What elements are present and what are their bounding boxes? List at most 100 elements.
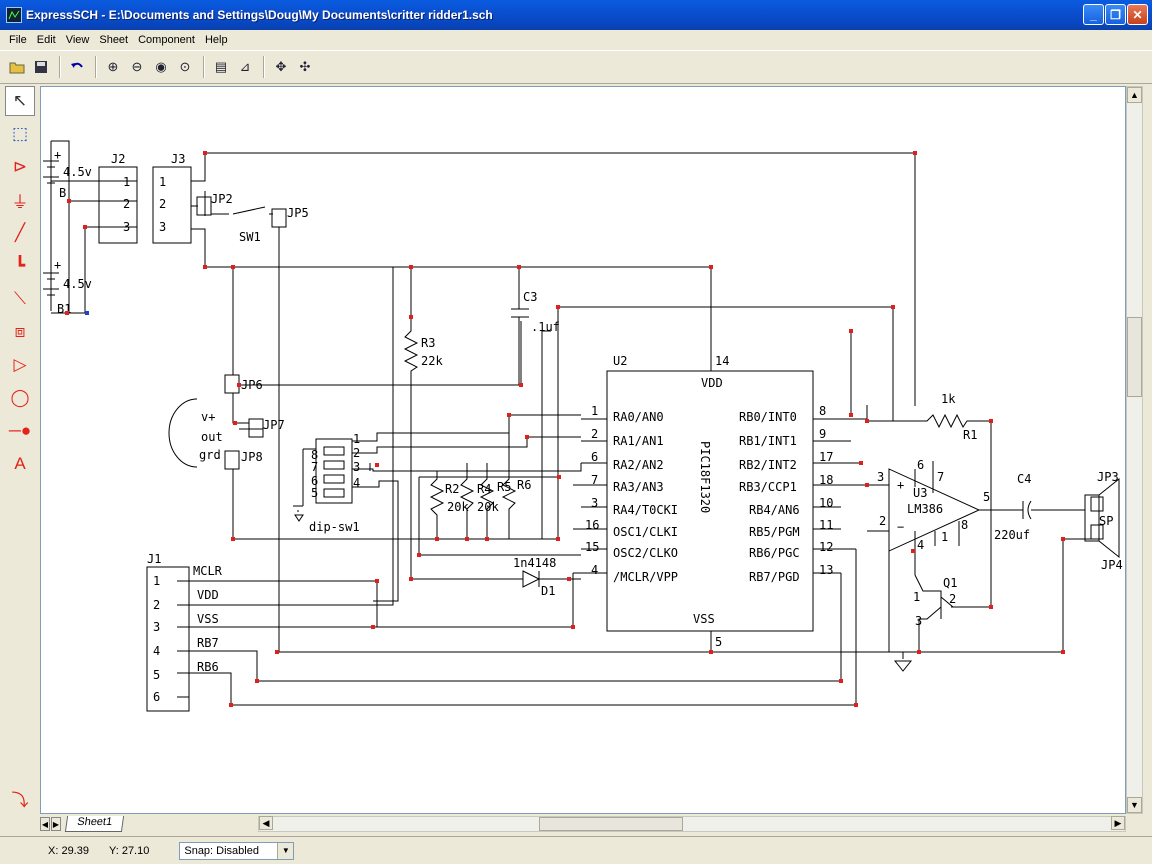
pan-center-icon[interactable]: ✣ <box>299 59 311 74</box>
q1-label: Q1 <box>943 576 957 590</box>
op-amp-icon[interactable]: ⊳ <box>12 157 28 176</box>
svg-text:2: 2 <box>949 592 956 606</box>
buffer-icon[interactable]: ▷ <box>13 355 27 374</box>
svg-text:v+: v+ <box>201 410 215 424</box>
menu-view[interactable]: View <box>65 34 90 46</box>
cursor-y: Y: 27.10 <box>108 844 150 857</box>
pin-icon[interactable]: ─● <box>8 421 32 440</box>
horizontal-scroll-thumb[interactable] <box>539 817 683 831</box>
svg-text:RA1/AN1: RA1/AN1 <box>613 434 664 448</box>
svg-text:RA2/AN2: RA2/AN2 <box>613 458 664 472</box>
pan-icon[interactable]: ✥ <box>275 59 287 74</box>
svg-text:8: 8 <box>819 404 826 418</box>
toolbar: ⊕ ⊖ ◉ ⊙ ▤ ⊿ ✥ ✣ <box>0 50 1152 84</box>
r3-label: R3 <box>421 336 435 350</box>
chevron-down-icon[interactable]: ▼ <box>277 842 294 859</box>
svg-text:LM386: LM386 <box>907 502 943 516</box>
app-icon <box>6 7 22 23</box>
c4-value: 220uf <box>994 528 1030 542</box>
scroll-right-icon[interactable]: ▶ <box>1111 816 1125 830</box>
menu-edit[interactable]: Edit <box>36 34 56 46</box>
svg-text:2: 2 <box>123 197 130 211</box>
tab-prev-icon[interactable]: ◀ <box>40 817 50 831</box>
menu-component[interactable]: Component <box>138 34 195 46</box>
menu-help[interactable]: Help <box>204 34 228 46</box>
scroll-down-icon[interactable]: ▼ <box>1127 797 1142 813</box>
scroll-up-icon[interactable]: ▲ <box>1127 87 1142 103</box>
select-component-icon[interactable]: ⬚ <box>11 124 29 143</box>
horizontal-scrollbar[interactable]: ◀ ▶ <box>258 816 1126 832</box>
svg-text:RA0/AN0: RA0/AN0 <box>613 410 664 424</box>
snap-select[interactable]: Snap: Disabled ▼ <box>179 841 295 860</box>
svg-text:1: 1 <box>591 404 598 418</box>
svg-text:7: 7 <box>591 473 598 487</box>
c3-value: .1uf <box>531 320 560 334</box>
svg-text:9: 9 <box>819 427 826 441</box>
text-icon[interactable]: A <box>14 454 26 473</box>
d1-value: 1n4148 <box>513 556 556 570</box>
svg-text:VDD: VDD <box>701 376 723 390</box>
circle-icon[interactable]: ◯ <box>10 388 30 407</box>
svg-text:6: 6 <box>917 458 924 472</box>
svg-text:R4: R4 <box>477 482 491 496</box>
bus-icon[interactable]: ⟍ <box>14 289 26 308</box>
svg-text:R6: R6 <box>517 478 531 492</box>
save-icon[interactable] <box>30 56 52 78</box>
cursor-x: X: 29.39 <box>48 844 89 857</box>
svg-text:RB4/AN6: RB4/AN6 <box>749 503 800 517</box>
ground-icon[interactable]: ⏚ <box>11 192 29 212</box>
vertical-scrollbar[interactable]: ▲ ▼ <box>1126 86 1143 814</box>
svg-text:10: 10 <box>819 496 833 510</box>
jp3-label: JP3 <box>1097 470 1119 484</box>
svg-text:VSS: VSS <box>197 612 219 626</box>
schematic-canvas[interactable]: + 4.5v B + 4.5v B1 J2 1 2 3 J3 1 2 3 JP2… <box>40 86 1126 814</box>
svg-text:PIC18F1320: PIC18F1320 <box>698 441 712 513</box>
close-button[interactable]: ✕ <box>1127 4 1148 25</box>
toolbar-separator <box>263 56 265 78</box>
title-bar: ExpressSCH - E:\Documents and Settings\D… <box>0 0 1152 30</box>
jp5-label: JP5 <box>287 206 309 220</box>
wire-icon[interactable]: ╱ <box>14 223 26 242</box>
open-folder-icon[interactable] <box>6 56 28 78</box>
junction-wire-icon[interactable]: ┗ <box>14 256 26 275</box>
svg-text:4: 4 <box>591 563 598 577</box>
menu-sheet[interactable]: Sheet <box>99 34 129 46</box>
sp-label: SP <box>1099 514 1113 528</box>
snap-value: Snap: Disabled <box>184 844 259 857</box>
menu-file[interactable]: File <box>9 34 27 46</box>
svg-text:RB7: RB7 <box>197 636 219 650</box>
edit-part-icon[interactable]: ⊿ <box>239 59 251 74</box>
tab-sheet1[interactable]: Sheet1 <box>64 816 124 832</box>
svg-text:grd: grd <box>199 448 221 462</box>
vertical-scroll-thumb[interactable] <box>1127 317 1142 397</box>
pointer-icon[interactable]: ↖ <box>5 86 35 116</box>
svg-text:U2: U2 <box>613 354 627 368</box>
svg-text:2: 2 <box>591 427 598 441</box>
svg-text:18: 18 <box>819 473 833 487</box>
minimize-button[interactable]: _ <box>1083 4 1104 25</box>
svg-text:5: 5 <box>983 490 990 504</box>
dip-switch: 8 7 6 5 1 2 3 4 dip-sw1 <box>293 432 360 534</box>
zoom-in-icon[interactable]: ⊕ <box>107 59 119 74</box>
svg-text:+: + <box>54 148 61 162</box>
zoom-area-icon[interactable]: ◉ <box>155 59 167 74</box>
svg-text:2: 2 <box>879 514 886 528</box>
zoom-out-icon[interactable]: ⊖ <box>131 59 143 74</box>
chip-icon[interactable]: ⧈ <box>14 322 26 341</box>
undo-icon[interactable] <box>66 56 88 78</box>
batt2-label: 4.5v <box>63 277 92 291</box>
zoom-fit-icon[interactable]: ⊙ <box>179 59 191 74</box>
scroll-left-icon[interactable]: ◀ <box>259 816 273 830</box>
properties-icon[interactable]: ▤ <box>214 59 228 74</box>
sheet-tab-bar: ◀ ▶ Sheet1 <box>40 815 1126 833</box>
net-icon[interactable]: ⤵ <box>11 790 29 810</box>
svg-text:20k: 20k <box>447 500 469 514</box>
svg-text:1: 1 <box>913 590 920 604</box>
tab-next-icon[interactable]: ▶ <box>51 817 61 831</box>
restore-button[interactable]: ❐ <box>1105 4 1126 25</box>
schematic-drawing: + 4.5v B + 4.5v B1 J2 1 2 3 J3 1 2 3 JP2… <box>43 140 1123 712</box>
svg-text:1: 1 <box>159 175 166 189</box>
sw1-label: SW1 <box>239 230 261 244</box>
d1-label: D1 <box>541 584 555 598</box>
svg-text:4: 4 <box>353 476 360 490</box>
